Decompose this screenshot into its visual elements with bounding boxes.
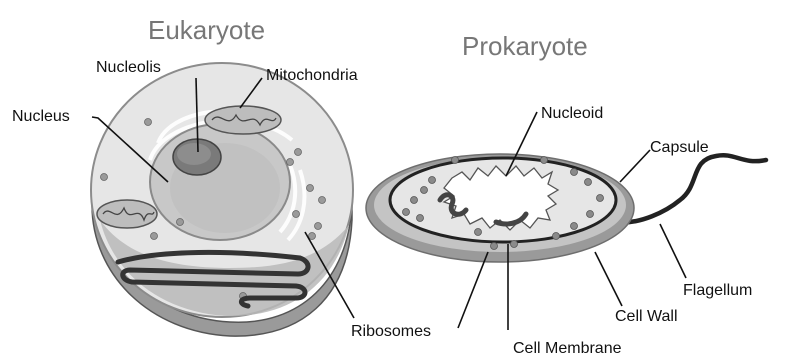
eukaryote-cell [91,63,353,336]
label-nucleus: Nucleus [12,108,70,125]
prokaryote-title: Prokaryote [462,31,588,61]
label-cell-membrane: Cell Membrane [513,340,622,357]
label-cell-wall: Cell Wall [615,308,678,325]
label-nucleoid: Nucleoid [541,105,603,122]
label-flagellum: Flagellum [683,282,752,299]
prokaryote-cell [366,154,766,262]
label-capsule: Capsule [650,139,709,156]
label-mitochondria: Mitochondria [266,67,358,84]
mitochondrion-left [97,200,157,228]
mitochondrion-top [205,106,281,134]
label-ribosomes: Ribosomes [351,323,431,340]
label-nucleolis: Nucleolis [96,59,161,76]
nucleolus-highlight [177,143,211,165]
eukaryote-title: Eukaryote [148,15,265,45]
